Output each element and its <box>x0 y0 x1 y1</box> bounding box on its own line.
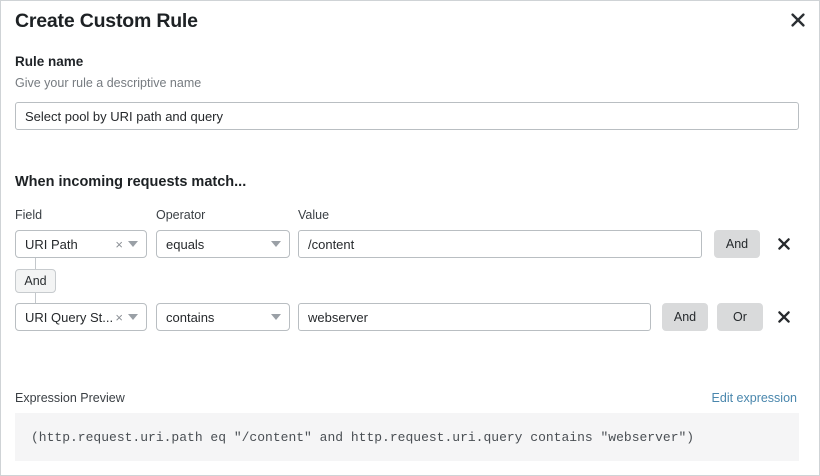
expression-preview-box: (http.request.uri.path eq "/content" and… <box>15 413 799 461</box>
expression-preview-label: Expression Preview <box>15 391 125 405</box>
chevron-down-icon <box>128 314 138 320</box>
add-or-condition-button-1[interactable]: Or <box>717 303 763 331</box>
close-glyph <box>791 13 805 27</box>
add-and-condition-button-1[interactable]: And <box>662 303 708 331</box>
operator-select-0[interactable]: equals <box>156 230 290 258</box>
close-icon[interactable] <box>786 8 810 32</box>
column-header-value: Value <box>298 208 330 222</box>
condition-row: URI Query St... × contains And Or <box>1 303 820 333</box>
rule-name-hint: Give your rule a descriptive name <box>15 76 202 90</box>
operator-select-value-0: equals <box>166 236 205 252</box>
chevron-down-icon <box>271 241 281 247</box>
condition-row: URI Path × equals And <box>1 230 820 260</box>
field-select-value-0: URI Path <box>25 236 78 252</box>
add-and-condition-button-0[interactable]: And <box>714 230 760 258</box>
operator-select-1[interactable]: contains <box>156 303 290 331</box>
chevron-down-icon <box>128 241 138 247</box>
close-icon <box>778 238 790 250</box>
connector-line-top <box>35 258 36 269</box>
edit-expression-link[interactable]: Edit expression <box>711 391 797 405</box>
conditions-heading: When incoming requests match... <box>15 174 247 190</box>
page-title: Create Custom Rule <box>15 10 198 32</box>
field-select-0[interactable]: URI Path × <box>15 230 147 258</box>
column-header-operator: Operator <box>156 208 206 222</box>
rule-name-input[interactable] <box>15 102 799 130</box>
connector-line-bottom <box>35 293 36 303</box>
value-input-0[interactable] <box>298 230 702 258</box>
operator-select-value-1: contains <box>166 309 215 325</box>
chevron-down-icon <box>271 314 281 320</box>
close-icon <box>778 311 790 323</box>
field-select-1[interactable]: URI Query St... × <box>15 303 147 331</box>
expression-preview-code: (http.request.uri.path eq "/content" and… <box>31 429 695 445</box>
connector-operator-badge[interactable]: And <box>15 269 56 293</box>
row-connector: And <box>1 258 121 308</box>
clear-icon[interactable]: × <box>115 309 123 325</box>
clear-icon[interactable]: × <box>115 236 123 252</box>
rule-name-label: Rule name <box>15 54 84 69</box>
column-header-field: Field <box>15 208 43 222</box>
value-input-1[interactable] <box>298 303 651 331</box>
delete-condition-button-0[interactable] <box>773 231 795 257</box>
delete-condition-button-1[interactable] <box>773 304 795 330</box>
field-select-value-1: URI Query St... <box>25 309 114 325</box>
